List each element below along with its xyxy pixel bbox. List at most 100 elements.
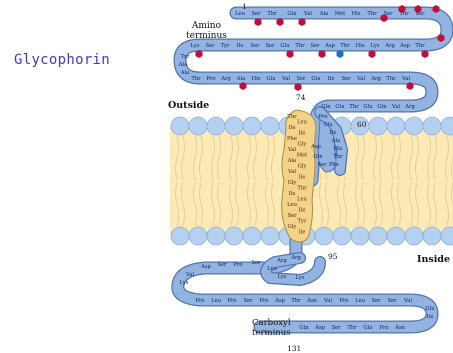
residue-label: Ile xyxy=(289,191,296,197)
residue-label: Asp xyxy=(314,325,325,331)
residue-label: Thr xyxy=(295,43,305,49)
residue-label: Gln xyxy=(299,325,309,331)
residue-label: Ser xyxy=(415,11,425,17)
lipid-head xyxy=(315,227,333,245)
residue-label: Arg xyxy=(370,76,381,82)
residue-label: Lys xyxy=(180,280,189,286)
residue-label: Thr xyxy=(347,325,357,331)
residue-label: Ser xyxy=(331,325,341,331)
residue-label: Leu xyxy=(355,298,366,304)
carboxyl-terminus-label: Carboxyl terminus xyxy=(252,318,291,338)
lipid-head xyxy=(171,227,189,245)
residue-label: Ser xyxy=(387,298,397,304)
residue-label: Arg xyxy=(384,43,395,49)
residue-label: Val xyxy=(403,298,412,304)
residue-number-1: 1 xyxy=(242,2,247,11)
residue-label: Arg xyxy=(290,255,301,261)
residue-label: Ile xyxy=(427,314,434,320)
inside-label: Inside xyxy=(417,255,450,265)
residue-label: Val xyxy=(287,147,296,153)
residue-label: Thr xyxy=(297,186,307,192)
residue-label: Val xyxy=(303,11,312,17)
residue-label: Glu xyxy=(335,104,345,110)
residue-label: Val xyxy=(323,298,332,304)
residue-label: Pro xyxy=(379,325,388,331)
outside-label: Outside xyxy=(168,101,209,111)
lipid-head xyxy=(225,227,243,245)
residue-label: Arg xyxy=(276,258,287,264)
lipid-head xyxy=(423,227,441,245)
residue-label: His xyxy=(352,11,361,17)
residue-label: Thr xyxy=(367,11,377,17)
residue-label: Ser xyxy=(243,298,253,304)
residue-label: Asp xyxy=(399,43,410,49)
lipid-head xyxy=(261,227,279,245)
residue-label: Met xyxy=(335,11,346,17)
lipid-head xyxy=(243,227,261,245)
residue-label: Lys xyxy=(278,274,287,280)
lipid-head xyxy=(369,117,387,135)
residue-label: Thr xyxy=(333,154,343,160)
residue-label: Ala xyxy=(180,70,190,76)
residue-label: Ser xyxy=(287,213,297,219)
lipid-head xyxy=(261,117,279,135)
residue-label: Gly xyxy=(288,224,297,230)
residue-label: Val xyxy=(287,169,296,175)
residue-label: Ala xyxy=(287,158,297,164)
residue-label: Leu xyxy=(287,202,298,208)
residue-label: Ile xyxy=(299,175,306,181)
residue-label: Ser xyxy=(250,43,260,49)
residue-label: Thr xyxy=(191,76,201,82)
residue-label: Glu xyxy=(323,122,333,128)
residue-label: Val xyxy=(356,76,365,82)
residue-label: Glu xyxy=(425,306,435,312)
lipid-head xyxy=(225,117,243,135)
residue-label: Ser xyxy=(265,43,275,49)
residue-label: Asp xyxy=(274,298,285,304)
residue-label: Lys xyxy=(191,43,200,49)
residue-label: Glu xyxy=(311,76,321,82)
residue-number-60: 60 xyxy=(357,120,367,129)
residue-label: Leu xyxy=(267,266,278,272)
residue-label: His xyxy=(356,43,365,49)
residue-label: His xyxy=(334,146,343,152)
residue-label: Ser xyxy=(371,298,381,304)
residue-label: Pro xyxy=(318,114,327,120)
residue-label: Ile xyxy=(328,76,335,82)
residue-label: Leu xyxy=(235,11,246,17)
residue-label: Asn xyxy=(394,325,405,331)
lipid-head xyxy=(207,117,225,135)
residue-label: Tyr xyxy=(181,54,190,60)
lipid-head xyxy=(405,227,423,245)
residue-label: Ala xyxy=(331,138,341,144)
residue-label: Asp xyxy=(324,43,335,49)
residue-label: Thr xyxy=(399,11,409,17)
residue-label: Arg xyxy=(220,76,231,82)
residue-label: Lys xyxy=(296,275,305,281)
residue-label: Val xyxy=(391,104,400,110)
residue-label: Leu xyxy=(211,298,222,304)
residue-label: Ser xyxy=(251,260,261,266)
lipid-head xyxy=(387,117,405,135)
residue-label: Pro xyxy=(339,298,348,304)
residue-label: Glu xyxy=(363,325,373,331)
residue-label: Asp xyxy=(200,264,211,270)
residue-label: Ser xyxy=(251,11,261,17)
residue-label: Ala xyxy=(319,11,329,17)
lipid-head xyxy=(351,227,369,245)
residue-label: Arg xyxy=(404,104,415,110)
residue-label: Asn xyxy=(306,298,317,304)
residue-label: Ala xyxy=(178,62,188,68)
lipid-head xyxy=(405,117,423,135)
residue-label: Ile xyxy=(299,131,306,137)
residue-label: Ile xyxy=(299,230,306,236)
lipid-heads-inner xyxy=(171,227,453,245)
residue-label: Thr xyxy=(386,76,396,82)
residue-label: Ser xyxy=(296,76,306,82)
residue-label: Phe xyxy=(287,136,297,142)
lipid-head xyxy=(171,117,189,135)
lipid-head xyxy=(333,227,351,245)
residue-label: Ile xyxy=(330,130,337,136)
residue-label: Ile xyxy=(299,208,306,214)
